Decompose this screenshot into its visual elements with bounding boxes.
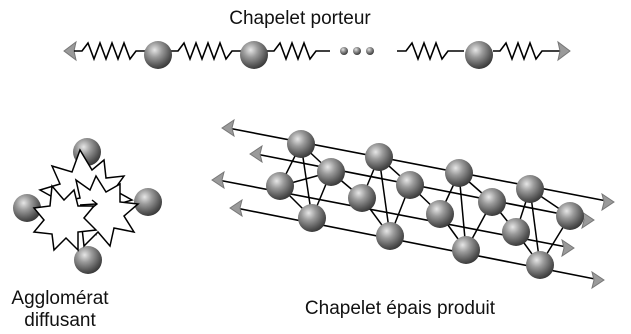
thick-chain-bead (365, 143, 393, 171)
thick-chain-bead (287, 130, 315, 158)
carrier-ellipsis-dot-1 (340, 47, 348, 55)
agglomerate-label: Agglomérat diffusant (0, 288, 120, 332)
thick-chain-bead (526, 251, 554, 279)
carrier-bead (240, 41, 268, 69)
agglomerate-bead-left (13, 194, 41, 222)
carrier-spring-3 (266, 40, 330, 62)
thick-chain-right-arrowhead (581, 210, 595, 230)
thick-chain-bead (298, 204, 326, 232)
carrier-chain (63, 40, 571, 69)
thick-chain-left-arrowhead (249, 144, 263, 164)
carrier-chain-label: Chapelet porteur (229, 8, 371, 29)
thick-chain-bead (376, 222, 404, 250)
thick-chain-bead (266, 172, 294, 200)
agglomerate (13, 138, 162, 274)
thick-chain-left-arrowhead (211, 170, 225, 190)
thick-chain-right-arrowhead (561, 238, 575, 258)
thick-chain (211, 118, 615, 290)
carrier-right-arrowhead (557, 40, 571, 62)
thick-chain-line (255, 153, 593, 221)
thick-chain-bead (516, 175, 544, 203)
thick-chain-bead (317, 158, 345, 186)
thick-chain-bead (426, 200, 454, 228)
thick-chain-bead (396, 171, 424, 199)
agglomerate-bead-bottom (74, 246, 102, 274)
agglomerate-label-line-2: diffusant (24, 310, 96, 331)
agglomerate-bead-right (134, 188, 162, 216)
carrier-bead (144, 41, 172, 69)
agglomerate-burst-3 (32, 184, 98, 252)
agglomerate-arrow-inner (79, 199, 99, 209)
thick-chain-bead (502, 218, 530, 246)
thick-chain-right-arrowhead (591, 270, 605, 290)
carrier-bead (465, 41, 493, 69)
carrier-spring-2 (170, 40, 241, 62)
thick-chain-bead (445, 159, 473, 187)
thick-chain-bead (452, 236, 480, 264)
thick-chain-left-arrowhead (221, 118, 235, 138)
thick-chain-bead (556, 202, 584, 230)
thick-chain-right-arrowhead (601, 192, 615, 212)
agglomerate-label-line-1: Agglomérat (11, 288, 109, 309)
carrier-spring-1 (74, 40, 146, 62)
thick-chain-label: Chapelet épais produit (304, 298, 496, 319)
thick-chain-left-arrowhead (229, 198, 243, 218)
carrier-ellipsis-dot-2 (353, 47, 361, 55)
carrier-ellipsis-dot-3 (366, 47, 374, 55)
agglomerate-burst-2 (58, 174, 140, 248)
thick-chain-bead (478, 188, 506, 216)
carrier-spring-5 (493, 40, 562, 62)
thick-chain-bead (348, 184, 376, 212)
carrier-spring-4 (397, 40, 464, 62)
